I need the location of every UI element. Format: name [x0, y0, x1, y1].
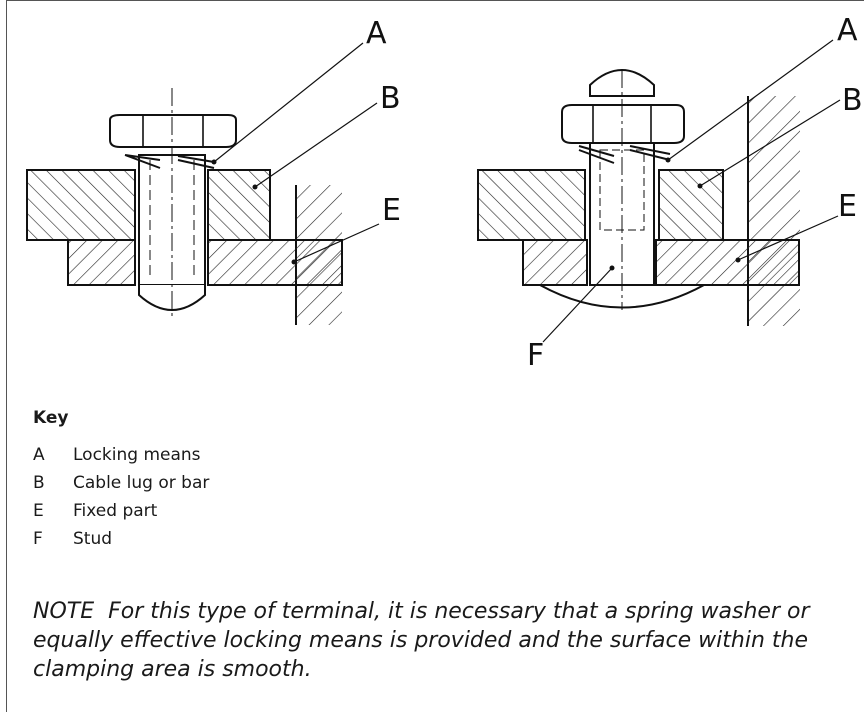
leader-e [737, 215, 839, 261]
callout-b: B [380, 81, 401, 116]
leader-a [667, 39, 834, 161]
cable-lug [207, 169, 271, 241]
callout-e: E [838, 189, 857, 224]
key-text: Locking means [73, 445, 201, 465]
bolt-head [109, 114, 237, 148]
spring-washer [177, 155, 215, 169]
nut [561, 104, 685, 144]
leader-f [542, 267, 613, 343]
spring-washer [629, 145, 671, 161]
cable-lug [658, 169, 724, 241]
leader-e [293, 223, 380, 263]
figure-frame [6, 0, 864, 712]
callout-a: A [366, 16, 387, 51]
fixed-part-right [655, 239, 800, 286]
callout-a: A [837, 13, 858, 48]
spring-washer [124, 154, 161, 169]
key-item: E Fixed part [33, 497, 209, 525]
key-letter: B [33, 473, 45, 493]
wall-hatch [748, 96, 800, 326]
bolt-assembly: A B E [26, 16, 401, 325]
leader-b [699, 99, 841, 187]
fixed-part-left [522, 239, 588, 286]
key-text: Stud [73, 529, 113, 549]
note-label: NOTE [33, 599, 95, 624]
key-item: F Stud [33, 525, 209, 553]
key-letter: A [33, 445, 45, 465]
callout-e: E [382, 193, 401, 228]
key-text: Cable lug or bar [73, 473, 210, 493]
key-item: A Locking means [33, 441, 209, 469]
spring-washer [578, 145, 615, 164]
cable-bar-left [477, 169, 586, 241]
fixed-part-left [67, 239, 136, 286]
key-legend: Key A Locking means B Cable lug or bar E… [33, 408, 209, 553]
leader-a [213, 42, 364, 163]
callout-b: B [842, 83, 863, 118]
key-letter: F [33, 529, 43, 549]
key-text: Fixed part [73, 501, 158, 521]
note-text: For this type of terminal, it is necessa… [33, 599, 810, 682]
leader-b [254, 102, 378, 188]
key-title: Key [33, 408, 69, 428]
cable-bar-left [26, 169, 136, 241]
callout-f: F [527, 338, 544, 373]
key-item: B Cable lug or bar [33, 469, 209, 497]
terminal-drawing: A B E [26, 13, 863, 373]
stud-assembly: A B E F [477, 13, 863, 373]
key-letter: E [33, 501, 44, 521]
fixed-part-right [207, 239, 343, 286]
